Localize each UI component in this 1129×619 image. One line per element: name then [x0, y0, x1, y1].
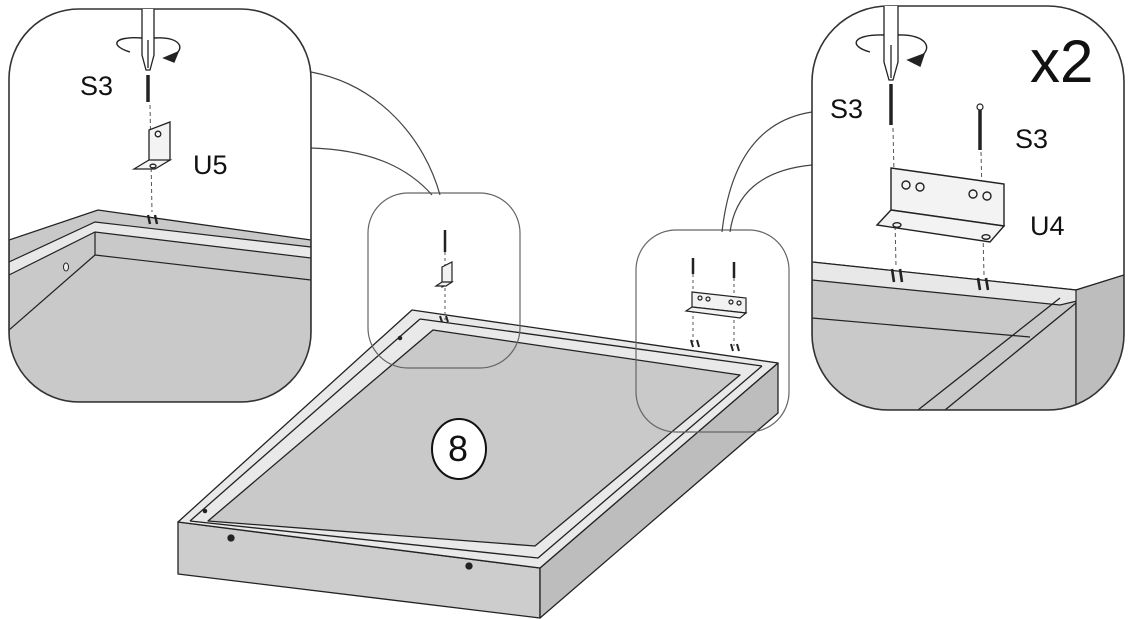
quantity-multiplier: x2 [1030, 28, 1094, 95]
leader-lines [310, 71, 813, 233]
callout-right-detail [811, 5, 1125, 411]
step-number-badge [431, 418, 487, 480]
angle-bracket-icon [684, 291, 748, 319]
bracket-label-u4: U4 [1030, 211, 1065, 241]
angle-bracket-icon [131, 121, 173, 170]
screw-label-s3-left: S3 [80, 71, 114, 101]
bracket-label-u5: U5 [193, 150, 228, 180]
angle-bracket-icon [434, 261, 454, 288]
callout-left-detail [8, 8, 312, 403]
angle-bracket-icon [875, 167, 1006, 243]
screwdriver-icon [883, 6, 899, 81]
step-number: 8 [448, 428, 469, 469]
screw-label-s3-right-a: S3 [830, 94, 864, 124]
screw-icon [976, 103, 984, 150]
rotate-arrow-icon [116, 37, 181, 63]
screwdriver-icon [141, 9, 155, 71]
screw-label-s3-right-b: S3 [1015, 124, 1049, 154]
callout-middle-left [367, 192, 521, 369]
callout-middle-right [635, 229, 790, 433]
rotate-arrow-icon [855, 34, 928, 67]
tray-inner-edge-front [189, 365, 763, 559]
tray-inner-edge [189, 318, 421, 522]
